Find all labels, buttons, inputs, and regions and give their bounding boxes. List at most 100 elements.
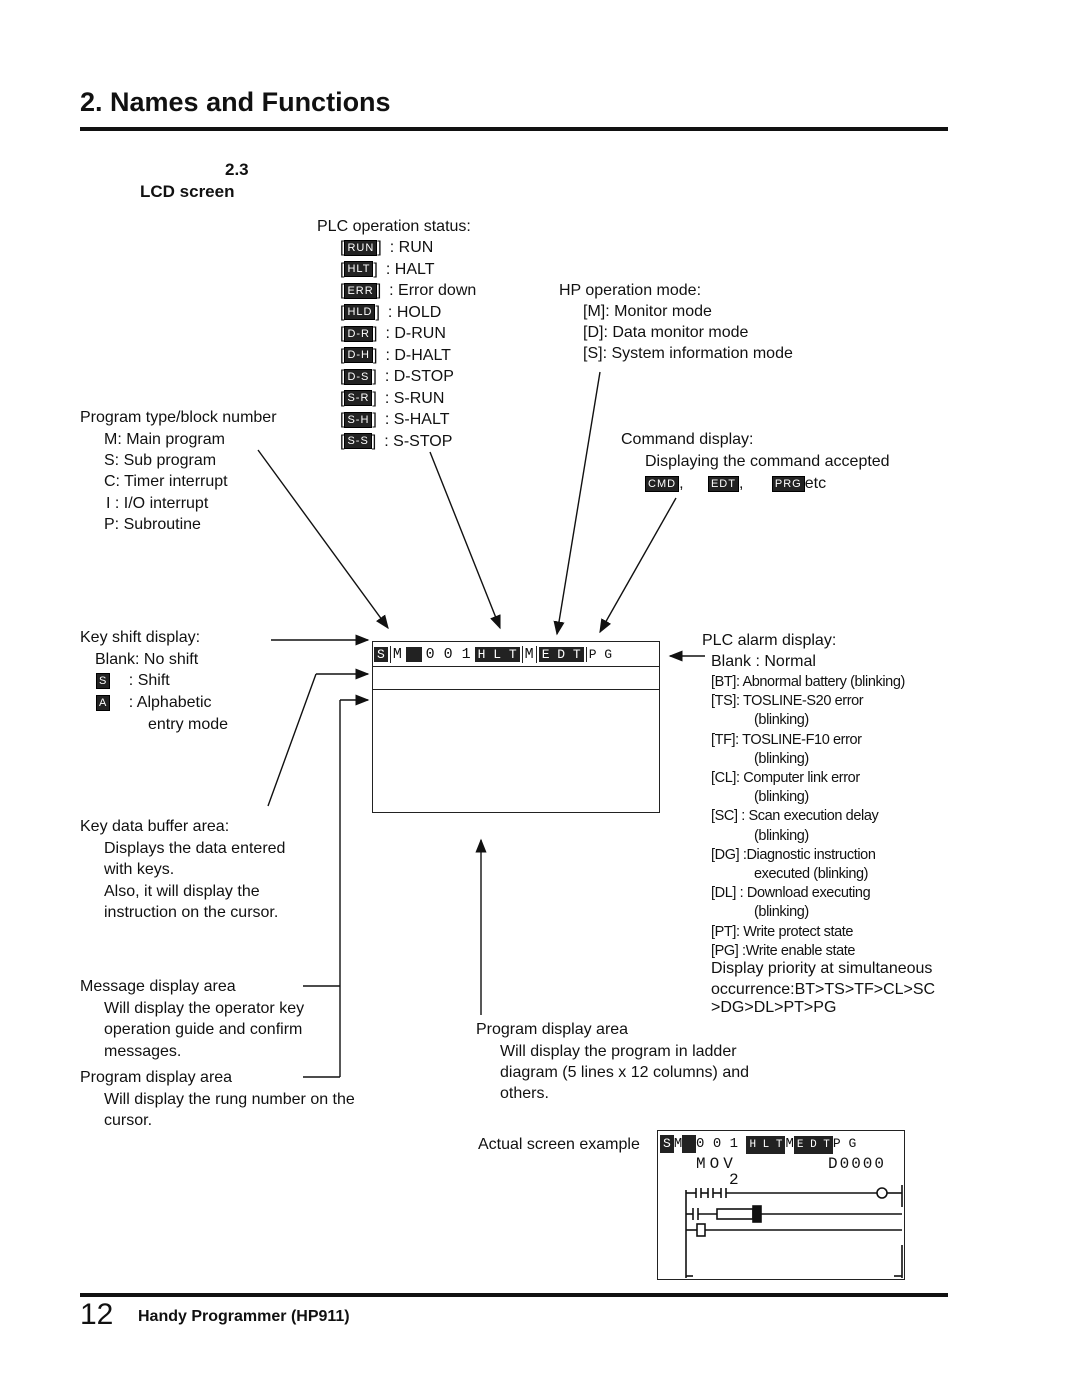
program-type-io: I : I/O interrupt — [106, 495, 209, 512]
plc-status-label: : D-HALT — [385, 346, 451, 364]
bracket: [ — [340, 432, 345, 450]
alarm-priority-3: >DG>DL>PT>PG — [711, 999, 837, 1016]
example-cursor — [682, 1135, 697, 1153]
page-number: 12 — [80, 1298, 114, 1331]
program-area-center-line-1: Will display the program in ladder — [500, 1043, 737, 1060]
example-status-cell: H L T — [746, 1136, 786, 1154]
message-area-line-2: operation guide and confirm — [104, 1021, 303, 1038]
lcd-status-row: S M 0 0 1 H L T M E D T P G — [373, 642, 659, 667]
plc-status-label: : D-STOP — [384, 368, 454, 385]
message-area-line-3: messages. — [104, 1043, 182, 1060]
plc-status-heading: PLC operation status: — [317, 218, 471, 235]
lcd-program-type-cell: M — [389, 645, 404, 663]
plc-status-label: : S-STOP — [384, 432, 453, 450]
plc-status-code: S-R — [344, 390, 373, 407]
plc-status-item: [HLD]: HOLD — [340, 302, 441, 324]
lcd-alarm-cell: P G — [585, 646, 614, 662]
lcd-key-buffer-row — [373, 666, 659, 690]
footer-title: Handy Programmer (HP911) — [138, 1308, 350, 1325]
key-shift-shift: S : Shift — [96, 670, 170, 692]
example-program-type: M — [673, 1136, 683, 1152]
lcd-block-number: 0 0 1 — [425, 645, 471, 663]
program-area-center-line-3: others. — [500, 1085, 549, 1102]
plc-alarm-item: [BT]: Abnormal battery (blinking) — [711, 674, 905, 690]
plc-alarm-item: [DG] :Diagnostic instruction — [711, 846, 876, 863]
plc-alarm-item: [DL] : Download executing — [711, 885, 871, 902]
cmd-code: CMD — [645, 475, 680, 492]
bracket: [ — [340, 303, 345, 321]
plc-alarm-heading: PLC alarm display: — [702, 632, 837, 649]
shift-label: : Shift — [128, 672, 170, 689]
key-shift-alpha: A : Alphabetic — [96, 692, 212, 714]
plc-status-label: : Error down — [389, 282, 477, 299]
plc-status-label: : RUN — [389, 239, 434, 256]
program-type-subroutine: P: Subroutine — [104, 516, 201, 533]
plc-status-code: HLT — [344, 261, 374, 278]
example-command-cell: E D T — [793, 1136, 833, 1154]
plc-status-code: S-S — [344, 433, 372, 450]
example-ladder-diagram — [684, 1184, 903, 1278]
example-rung-number: 2 — [729, 1171, 739, 1189]
plc-alarm-item: (blinking) — [754, 712, 809, 729]
example-label: Actual screen example — [478, 1136, 640, 1153]
section-title: LCD screen — [140, 182, 235, 201]
command-display-desc: Displaying the command accepted — [645, 453, 890, 470]
bracket: ] — [371, 432, 377, 450]
plc-alarm-item: [PG] :Write enable state — [711, 942, 856, 959]
program-area-center-line-2: diagram (5 lines x 12 columns) and — [500, 1064, 750, 1081]
plc-alarm-item: Blank : Normal — [711, 653, 816, 670]
plc-status-code: D-H — [344, 347, 374, 364]
plc-status-label: : HALT — [385, 260, 435, 278]
plc-alarm-item: [CL]: Computer link error — [711, 770, 860, 786]
alarm-priority-2: occurrence:BT>TS>TF>CL>SC — [711, 981, 936, 998]
plc-status-label: : HOLD — [387, 303, 442, 321]
plc-status-item: [S-S] : S-STOP — [340, 431, 452, 453]
bracket: [ — [340, 411, 345, 428]
bracket: [ — [340, 368, 345, 385]
lcd-plc-status-cell: H L T — [474, 646, 520, 662]
plc-status-item: [RUN]: RUN — [340, 237, 433, 259]
example-block-number: 0 0 1 — [696, 1136, 739, 1152]
program-area-left-line-2: cursor. — [104, 1112, 153, 1129]
program-area-left-heading: Program display area — [80, 1069, 233, 1086]
plc-status-item: [S-R]: S-RUN — [340, 388, 444, 410]
key-buffer-line-3: Also, it will display the — [104, 883, 260, 900]
plc-status-item: [D-R]: D-RUN — [340, 323, 446, 345]
page-title: 2. Names and Functions — [80, 87, 391, 117]
edt-sep: , — [738, 475, 744, 492]
plc-status-code: D-S — [344, 368, 373, 385]
cmd-sep: , — [679, 475, 684, 492]
prg-code: PRG — [771, 475, 805, 492]
plc-alarm-item: [TS]: TOSLINE-S20 error — [711, 693, 864, 710]
bracket: ] — [373, 325, 378, 342]
plc-alarm-item: executed (blinking) — [754, 866, 869, 882]
alpha-label: : Alphabetic — [128, 694, 212, 711]
footer-rule — [80, 1293, 948, 1297]
section-number: 2.3 — [225, 160, 249, 179]
example-instruction: MOV — [696, 1155, 737, 1173]
program-type-heading: Program type/block number — [80, 409, 277, 426]
plc-status-item: [D-S]: D-STOP — [340, 366, 454, 388]
lcd-diagram: S M 0 0 1 H L T M E D T P G — [372, 641, 660, 813]
program-type-timer: C: Timer interrupt — [104, 473, 228, 490]
program-type-sub: S: Sub program — [104, 452, 217, 469]
bracket: ] — [377, 239, 382, 256]
lcd-cursor-block — [405, 646, 422, 662]
example-shift-cell: S — [660, 1135, 674, 1153]
etc-text: etc — [804, 475, 827, 492]
plc-alarm-item: (blinking) — [754, 827, 809, 844]
header-rule — [80, 127, 948, 131]
shift-code: S — [96, 672, 111, 689]
plc-status-item: [ERR]: Error down — [340, 280, 476, 302]
key-buffer-line-1: Displays the data entered — [104, 840, 286, 857]
plc-alarm-item: (blinking) — [754, 904, 809, 921]
command-display-heading: Command display: — [621, 431, 754, 448]
key-shift-blank: Blank: No shift — [95, 651, 199, 668]
message-area-line-1: Will display the operator key — [104, 1000, 305, 1017]
program-area-left-line-1: Will display the rung number on the — [104, 1091, 355, 1108]
key-buffer-heading: Key data buffer area: — [80, 818, 230, 835]
plc-status-code: RUN — [344, 239, 378, 256]
plc-status-item: [D-H]: D-HALT — [340, 345, 451, 367]
